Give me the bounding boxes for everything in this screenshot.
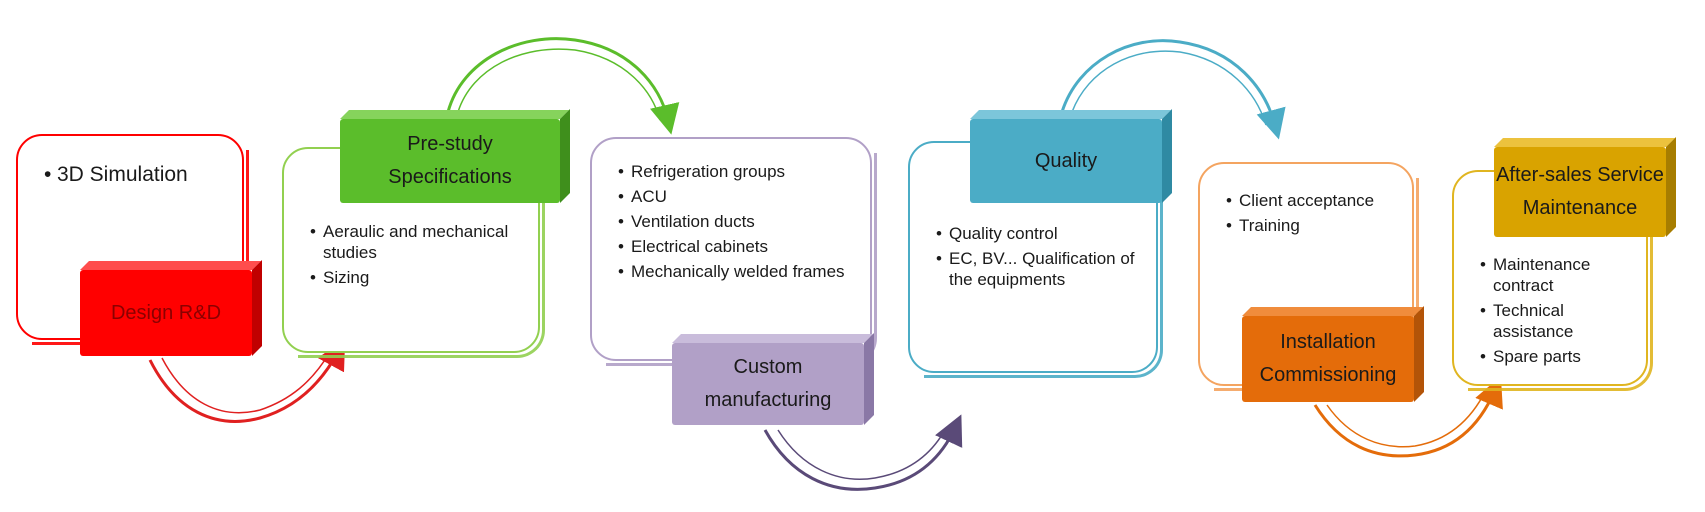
bevel-quality-right xyxy=(1162,109,1172,203)
stage-label-aftersales: After-sales Service Maintenance xyxy=(1494,147,1666,237)
bullet-item: Ventilation ducts xyxy=(618,211,848,232)
quality-bullets: Quality control EC, BV... Qualification … xyxy=(936,223,1136,294)
prestudy-bullets: Aeraulic and mechanical studies Sizing xyxy=(310,221,510,292)
bullet-item: Client acceptance xyxy=(1226,190,1401,211)
bevel-quality-top xyxy=(970,110,1171,119)
bullet-item: Maintenance contract xyxy=(1480,254,1645,296)
bullet-item: Spare parts xyxy=(1480,346,1645,367)
arrow-prestudy-to-manufacturing xyxy=(446,37,680,135)
installation-bullets: Client acceptance Training xyxy=(1226,190,1401,240)
arrow-installation-to-aftersales xyxy=(1313,376,1503,458)
stage-label-design: Design R&D xyxy=(80,270,252,356)
bullet-item: Sizing xyxy=(310,267,510,288)
manufacturing-bullets: Refrigeration groups ACU Ventilation duc… xyxy=(618,161,848,286)
bevel-manufacturing-top xyxy=(672,334,873,343)
stage-label-installation: Installation Commissioning xyxy=(1242,316,1414,402)
bevel-prestudy-top xyxy=(340,110,569,119)
bullet-item: Refrigeration groups xyxy=(618,161,848,182)
bullet-item: Mechanically welded frames xyxy=(618,261,848,282)
bullet-item: Aeraulic and mechanical studies xyxy=(310,221,510,263)
bevel-installation-right xyxy=(1414,306,1424,402)
bevel-design-right xyxy=(252,260,262,356)
stage-label-quality: Quality xyxy=(970,119,1162,203)
arrow-design-to-prestudy xyxy=(148,338,346,423)
bullet-item: Electrical cabinets xyxy=(618,236,848,257)
stage-title-manufacturing: Custom manufacturing xyxy=(704,356,832,411)
bullet-item: 3D Simulation xyxy=(44,164,234,185)
aftersales-bullets: Maintenance contract Technical assistanc… xyxy=(1480,254,1645,371)
bevel-manufacturing-right xyxy=(864,333,874,425)
design-bullets: 3D Simulation xyxy=(44,164,234,189)
bevel-aftersales-top xyxy=(1494,138,1675,147)
stage-card-manufacturing: Refrigeration groups ACU Ventilation duc… xyxy=(590,137,877,366)
arrow-quality-to-installation xyxy=(1060,39,1286,140)
bevel-design-top xyxy=(80,261,261,270)
stage-title-aftersales: After-sales Service Maintenance xyxy=(1496,164,1664,219)
bevel-installation-top xyxy=(1242,307,1423,316)
bullet-item: Technical assistance xyxy=(1480,300,1645,342)
stage-title-prestudy: Pre-study Specifications xyxy=(388,133,512,188)
bevel-aftersales-right xyxy=(1666,137,1676,237)
stage-title-design: Design R&D xyxy=(110,301,222,324)
bevel-prestudy-right xyxy=(560,109,570,203)
stage-title-quality: Quality xyxy=(1034,149,1098,172)
arrow-manufacturing-to-quality xyxy=(763,414,963,491)
stage-label-prestudy: Pre-study Specifications xyxy=(340,119,560,203)
bullet-item: ACU xyxy=(618,186,848,207)
bullet-item: EC, BV... Qualification of the equipment… xyxy=(936,248,1136,290)
stage-label-manufacturing: Custom manufacturing xyxy=(672,343,864,425)
stage-title-installation: Installation Commissioning xyxy=(1259,331,1397,386)
bullet-item: Training xyxy=(1226,215,1401,236)
bullet-item: Quality control xyxy=(936,223,1136,244)
